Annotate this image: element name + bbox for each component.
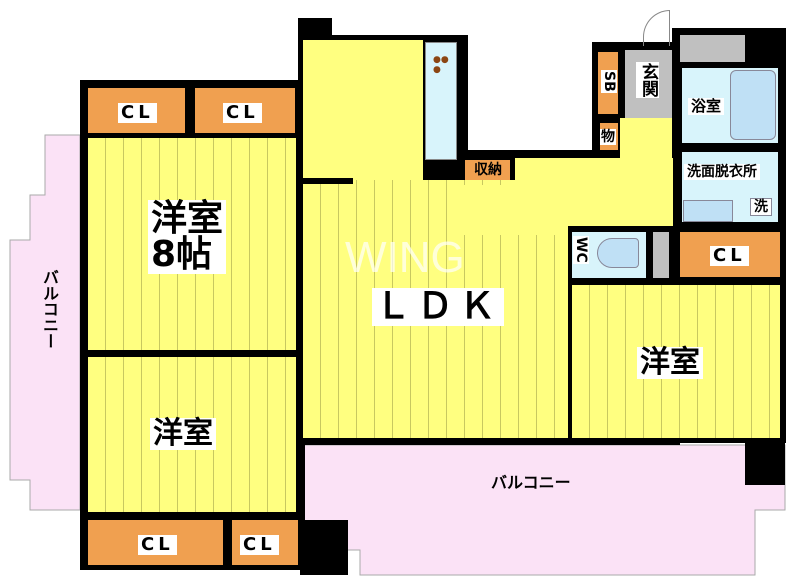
stove-icon: ●●●: [433, 55, 449, 75]
closet-4-label: CL: [240, 535, 279, 555]
closet-small-label: 物: [600, 129, 616, 145]
hallway: [515, 158, 673, 226]
pipe-space: [653, 232, 669, 278]
wall-stub: [303, 178, 353, 184]
washer-label: 洗: [750, 198, 772, 216]
bathtub: [730, 70, 776, 140]
entrance-label[interactable]: 玄関: [636, 62, 659, 98]
wc-label: WC: [573, 236, 589, 264]
closet-2-label: CL: [223, 103, 262, 123]
bedroom-main-name: 洋室: [151, 198, 224, 239]
washroom-label: 洗面脱衣所: [684, 164, 760, 180]
bedroom-right-label: 洋室: [637, 347, 703, 379]
wall-corner: [745, 440, 785, 485]
bathroom-label: 浴室: [688, 98, 725, 115]
closet-1-label: CL: [118, 103, 157, 123]
sink: [683, 200, 733, 222]
balcony-left-label: バルコニー: [40, 269, 59, 349]
storage: [465, 160, 510, 180]
utility-space: [680, 35, 745, 62]
closet-3-label: CL: [138, 535, 177, 555]
watermark: WING: [345, 233, 465, 282]
storage-label: 収納: [474, 162, 502, 178]
room-kitchen: [303, 40, 423, 180]
ldk-label: ＬＤＫ: [372, 288, 505, 326]
closet-5-label: CL: [710, 246, 749, 266]
toilet-icon: [597, 238, 639, 268]
kitchen-counter: [425, 42, 457, 160]
shoe-box-label: SB: [601, 70, 617, 93]
balcony-bottom-label: バルコニー: [491, 473, 571, 492]
hallway-upper: [620, 118, 672, 163]
bedroom-left-label: 洋室: [150, 418, 216, 450]
bedroom-main-size: 8帖: [151, 234, 213, 275]
wall-corner-bottom: [300, 520, 348, 575]
